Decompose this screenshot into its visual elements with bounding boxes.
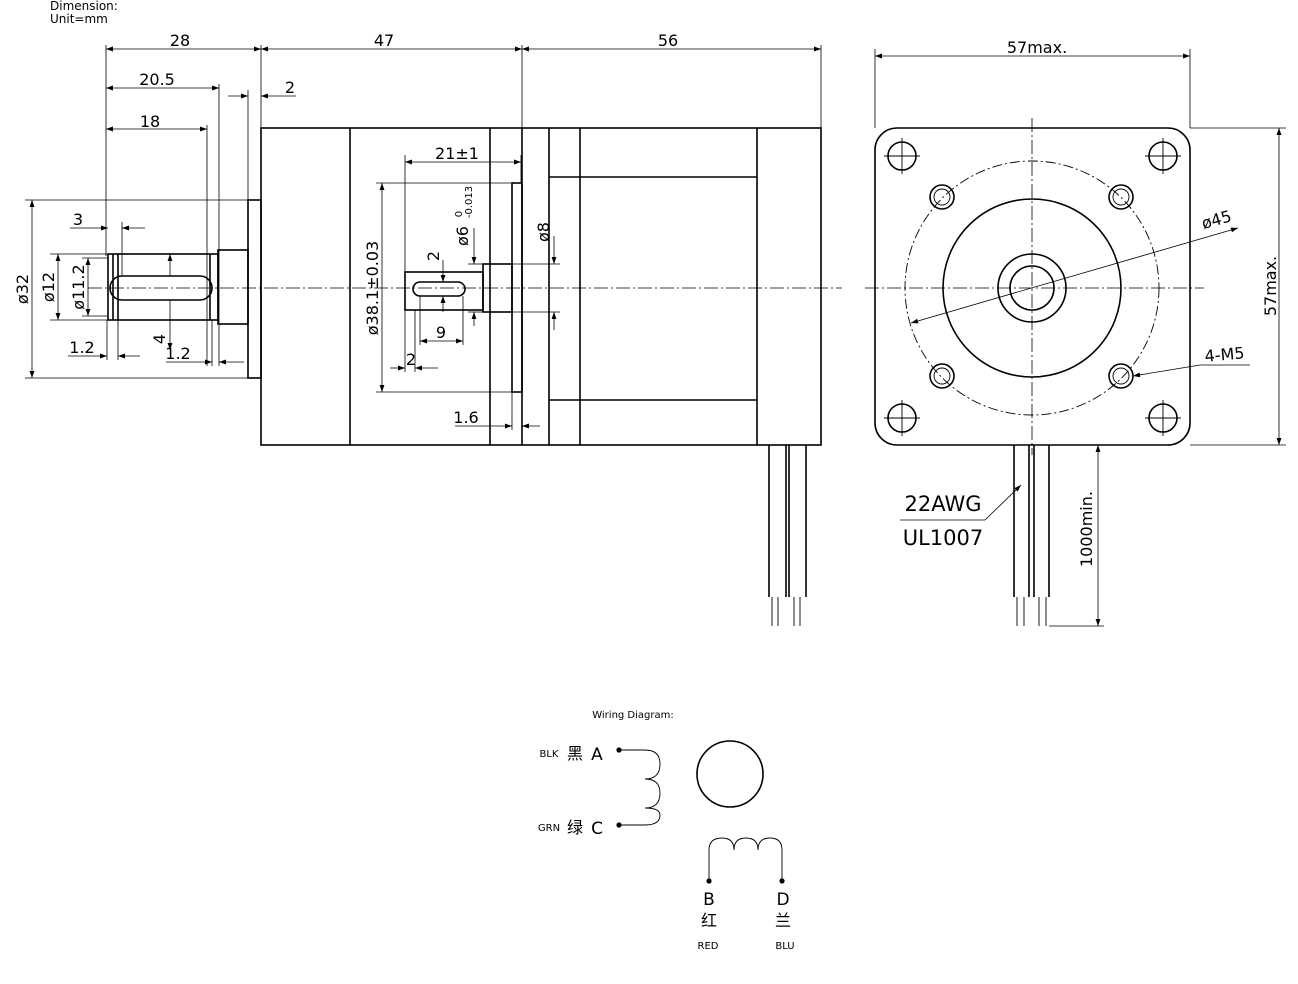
coil-bd [708, 837, 783, 880]
label-b-en: RED [698, 941, 719, 952]
unit-label: Unit=mm [50, 12, 108, 26]
output-shaft [107, 249, 249, 325]
extension-lines [25, 45, 822, 430]
wire-standard: UL1007 [903, 526, 984, 550]
label-b-letter: B [703, 890, 715, 910]
dim-bolt-circle: ø45 [1199, 206, 1233, 233]
dim-d38: ø38.1±0.03 [363, 241, 382, 335]
label-a-en: BLK [540, 749, 559, 760]
dim-lead-length: 1000min. [1077, 491, 1096, 567]
dim-height: 57max. [1261, 256, 1280, 316]
dim-18: 18 [140, 112, 160, 131]
front-dimension-labels: 57max. 57max. ø45 4-M5 1000min. 22AWG UL… [903, 38, 1280, 567]
label-c-letter: C [591, 819, 603, 839]
shaft-keyway [109, 275, 213, 301]
dim-28: 28 [170, 31, 190, 50]
wiring-title: Wiring Diagram: [592, 710, 674, 721]
label-a-cn: 黑 [567, 744, 583, 763]
dim-3: 3 [73, 210, 83, 229]
label-d-letter: D [776, 890, 789, 910]
m5-holes [929, 184, 1134, 389]
dim-d11-2: ø11.2 [69, 264, 88, 309]
terminal-d [779, 878, 785, 884]
motor-leads [768, 445, 807, 626]
gearbox-flange [247, 199, 262, 379]
dim-2-flange: 2 [285, 78, 295, 97]
dim-2-key-top: 2 [424, 251, 443, 261]
dim-d8: ø8 [534, 222, 553, 242]
dim-4: 4 [150, 334, 169, 344]
dimension-lines [29, 46, 821, 429]
label-b-cn: 红 [701, 911, 717, 930]
front-leads [1013, 445, 1050, 626]
dimension-label: Dimension: [50, 0, 118, 13]
side-dimension-labels: 28 47 56 20.5 18 2 3 ø32 ø12 ø11.2 1.2 1… [13, 31, 678, 427]
dim-1-6: 1.6 [453, 408, 478, 427]
label-d-en: BLU [775, 941, 794, 952]
front-plate [874, 127, 1191, 446]
motor-body [260, 127, 822, 446]
wire-gauge: 22AWG [905, 492, 982, 516]
coil-ac [619, 749, 661, 826]
dim-1-2-left: 1.2 [69, 338, 94, 357]
label-c-en: GRN [538, 823, 560, 834]
dim-d6-tol-lower: -0.013 [464, 186, 475, 218]
dim-d6: ø6 [453, 226, 472, 246]
label-a-letter: A [591, 745, 603, 765]
dim-2-key-bottom: 2 [406, 350, 416, 369]
dim-width: 57max. [1007, 38, 1067, 57]
side-view: 28 47 56 20.5 18 2 3 ø32 ø12 ø11.2 1.2 1… [13, 31, 842, 626]
label-c-cn: 绿 [567, 818, 583, 837]
dim-d12: ø12 [39, 272, 58, 302]
dim-21: 21±1 [435, 144, 479, 163]
dim-9: 9 [436, 323, 446, 342]
drawing-header: Dimension: Unit=mm [50, 0, 118, 26]
dim-47: 47 [374, 31, 394, 50]
dim-56: 56 [658, 31, 678, 50]
dim-1-2-right: 1.2 [165, 344, 190, 363]
rotor-symbol [696, 740, 764, 808]
dim-20-5: 20.5 [139, 70, 175, 89]
terminal-b [706, 878, 712, 884]
label-d-cn: 兰 [775, 911, 791, 930]
front-view: 57max. 57max. ø45 4-M5 1000min. 22AWG UL… [865, 38, 1286, 627]
dim-d32: ø32 [13, 274, 32, 304]
dim-holes: 4-M5 [1204, 343, 1245, 365]
dim-d6-tol-upper: 0 [454, 211, 465, 217]
corner-holes [884, 138, 1181, 436]
front-dimension-lines [874, 49, 1286, 627]
terminal-a [616, 747, 622, 753]
terminal-c [616, 822, 622, 828]
wiring-diagram: Wiring Diagram: BLK 黑 A GRN 绿 C B 红 RED … [538, 710, 795, 952]
